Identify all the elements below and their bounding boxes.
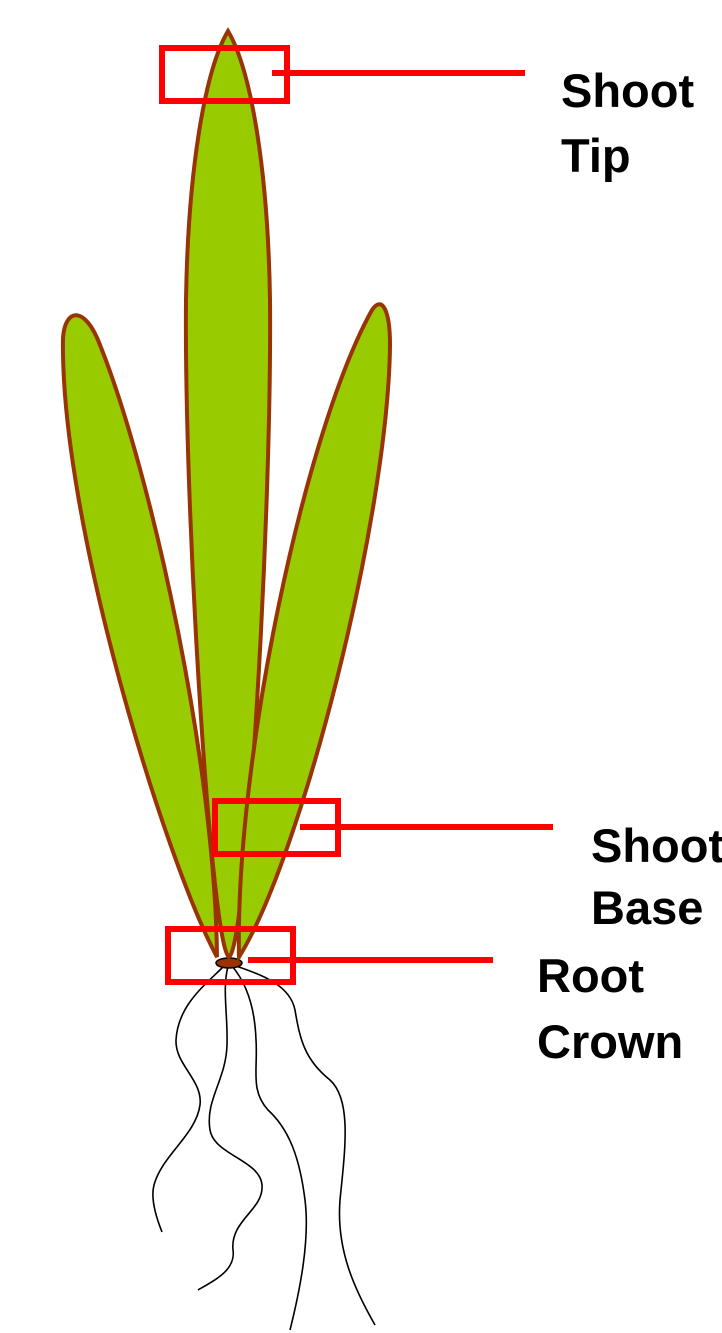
roots — [153, 966, 375, 1330]
label-root-crown: Root Crown — [537, 949, 683, 1068]
shoot-base-label-line2: Base — [591, 881, 703, 934]
shoot-base-label-line1: Shoot — [591, 819, 722, 872]
label-shoot-base: Shoot Base — [591, 819, 722, 934]
label-shoot-tip: Shoot Tip — [561, 64, 694, 182]
root-strand — [198, 966, 262, 1290]
shoot-tip-label-line1: Shoot — [561, 64, 694, 117]
shoot-tip-label-line2: Tip — [561, 129, 631, 182]
root-crown-label-line1: Root — [537, 949, 644, 1002]
root-strand — [232, 966, 306, 1330]
root-crown-label-line2: Crown — [537, 1015, 683, 1068]
root-strand — [236, 966, 375, 1325]
